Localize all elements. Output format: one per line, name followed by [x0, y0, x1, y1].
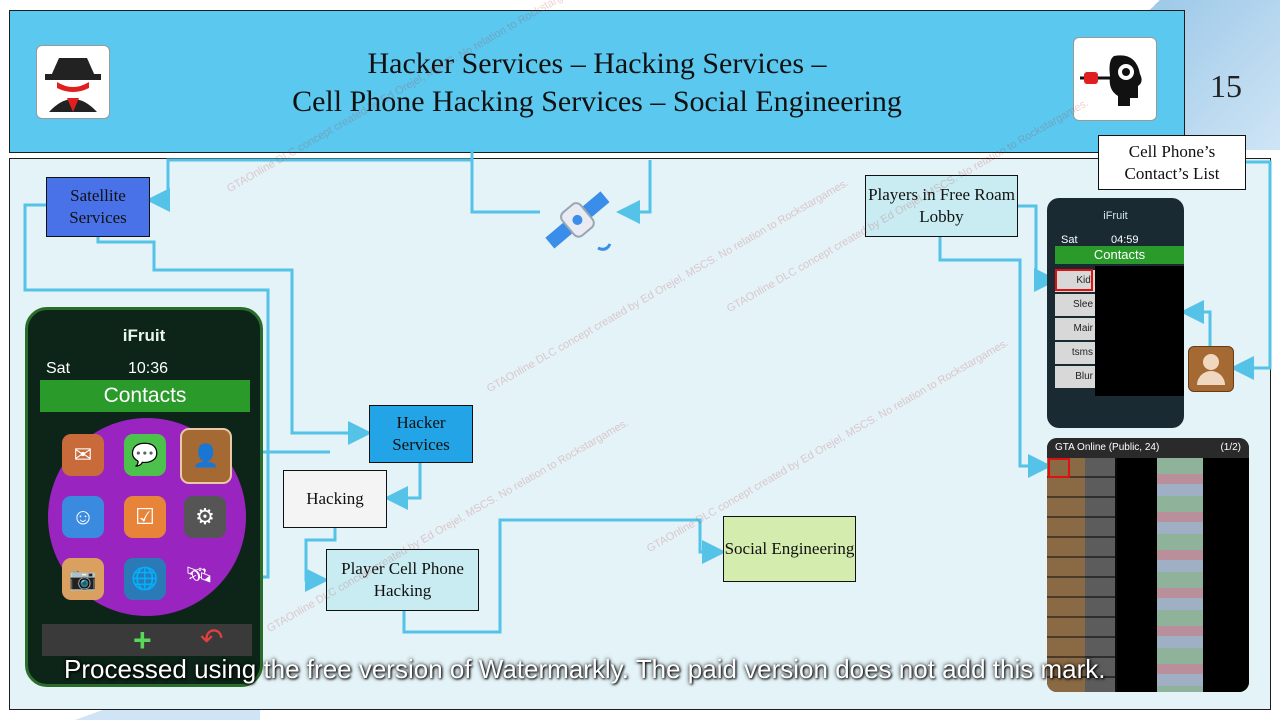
contact-selection-highlight [1055, 269, 1093, 291]
phone-softkey-bar [42, 624, 252, 656]
phone-plus-icon[interactable]: + [133, 622, 152, 658]
cell-phone-contacts-list-node: Cell Phone’s Contact’s List [1098, 135, 1246, 190]
phone2-brand: iFruit [1103, 210, 1128, 222]
lobby-player-details [1157, 458, 1203, 692]
hacking-node: Hacking [283, 470, 387, 528]
phone2-clock: 04:59 [1111, 234, 1139, 246]
satellite-icon [540, 178, 620, 268]
phone2-signal-status: Sat [1061, 234, 1078, 246]
phone-signal-status: Sat [46, 360, 71, 377]
checklist-app-icon[interactable]: ☑ [124, 496, 166, 538]
contacts-app-icon[interactable]: 👤 [180, 428, 232, 484]
satellite-services-node: Satellite Services [46, 177, 150, 237]
player-cell-phone-hacking-node: Player Cell Phone Hacking [326, 549, 479, 611]
contact-row[interactable]: Kidi [1055, 270, 1095, 292]
social-engineering-node: Social Engineering [723, 516, 856, 582]
camera-app-icon[interactable]: 📷 [62, 558, 104, 600]
contact-card-icon [1188, 346, 1234, 392]
internet-app-icon[interactable]: 🌐 [124, 558, 166, 600]
slide-number: 15 [1210, 68, 1242, 104]
phone2-contacts-header: Contacts [1055, 246, 1184, 264]
phone-contacts-header: Contacts [40, 380, 250, 412]
phone-clock: 10:36 [128, 360, 169, 377]
ifruit-phone-contacts: iFruit Sat 04:59 Contacts Kidi Slee Mair… [1047, 198, 1184, 428]
lobby-title: GTA Online (Public, 24) [1055, 442, 1160, 453]
phone-brand: iFruit [122, 326, 166, 345]
watermarkly-banner: Processed using the free version of Wate… [64, 654, 1106, 684]
slide-title-line-2: Cell Phone Hacking Services – Social Eng… [292, 85, 902, 118]
messages-app-icon[interactable]: 💬 [124, 434, 166, 476]
redacted-area [1203, 458, 1249, 692]
lobby-header: GTA Online (Public, 24) (1/2) [1047, 438, 1249, 458]
friends-app-icon[interactable]: ☺ [62, 496, 104, 538]
title-banner: Hacker Services – Hacking Services – Cel… [9, 10, 1185, 153]
satellite-app-icon[interactable]: 🛰 [185, 562, 213, 587]
lobby-page-count: (1/2) [1220, 442, 1241, 453]
slide-title-line-1: Hacker Services – Hacking Services – [367, 47, 827, 80]
contact-row[interactable]: Mair [1055, 318, 1095, 340]
lobby-selection-highlight [1048, 458, 1070, 478]
contact-row[interactable]: tsms [1055, 342, 1095, 364]
ifruit-phone-home: iFruit Sat 10:36 Contacts ✉ 💬 👤 ☺ ☑ ⚙ 📷 … [25, 307, 263, 687]
mail-app-icon[interactable]: ✉ [62, 434, 104, 476]
gta-online-lobby-list: GTA Online (Public, 24) (1/2) [1047, 438, 1249, 692]
lobby-player-names [1085, 458, 1115, 692]
contact-row[interactable]: Blur [1055, 366, 1095, 388]
lobby-player-avatars [1047, 458, 1085, 692]
hacker-spy-icon [36, 45, 110, 119]
hacker-services-node: Hacker Services [369, 405, 473, 463]
redacted-area [1117, 458, 1157, 692]
redacted-area [1095, 266, 1184, 396]
settings-app-icon[interactable]: ⚙ [184, 496, 226, 538]
players-free-roam-lobby-node: Players in Free Roam Lobby [865, 175, 1018, 237]
contact-row[interactable]: Slee [1055, 294, 1095, 316]
phone-back-icon[interactable]: ↶ [200, 622, 224, 655]
brain-plug-icon [1073, 37, 1157, 121]
